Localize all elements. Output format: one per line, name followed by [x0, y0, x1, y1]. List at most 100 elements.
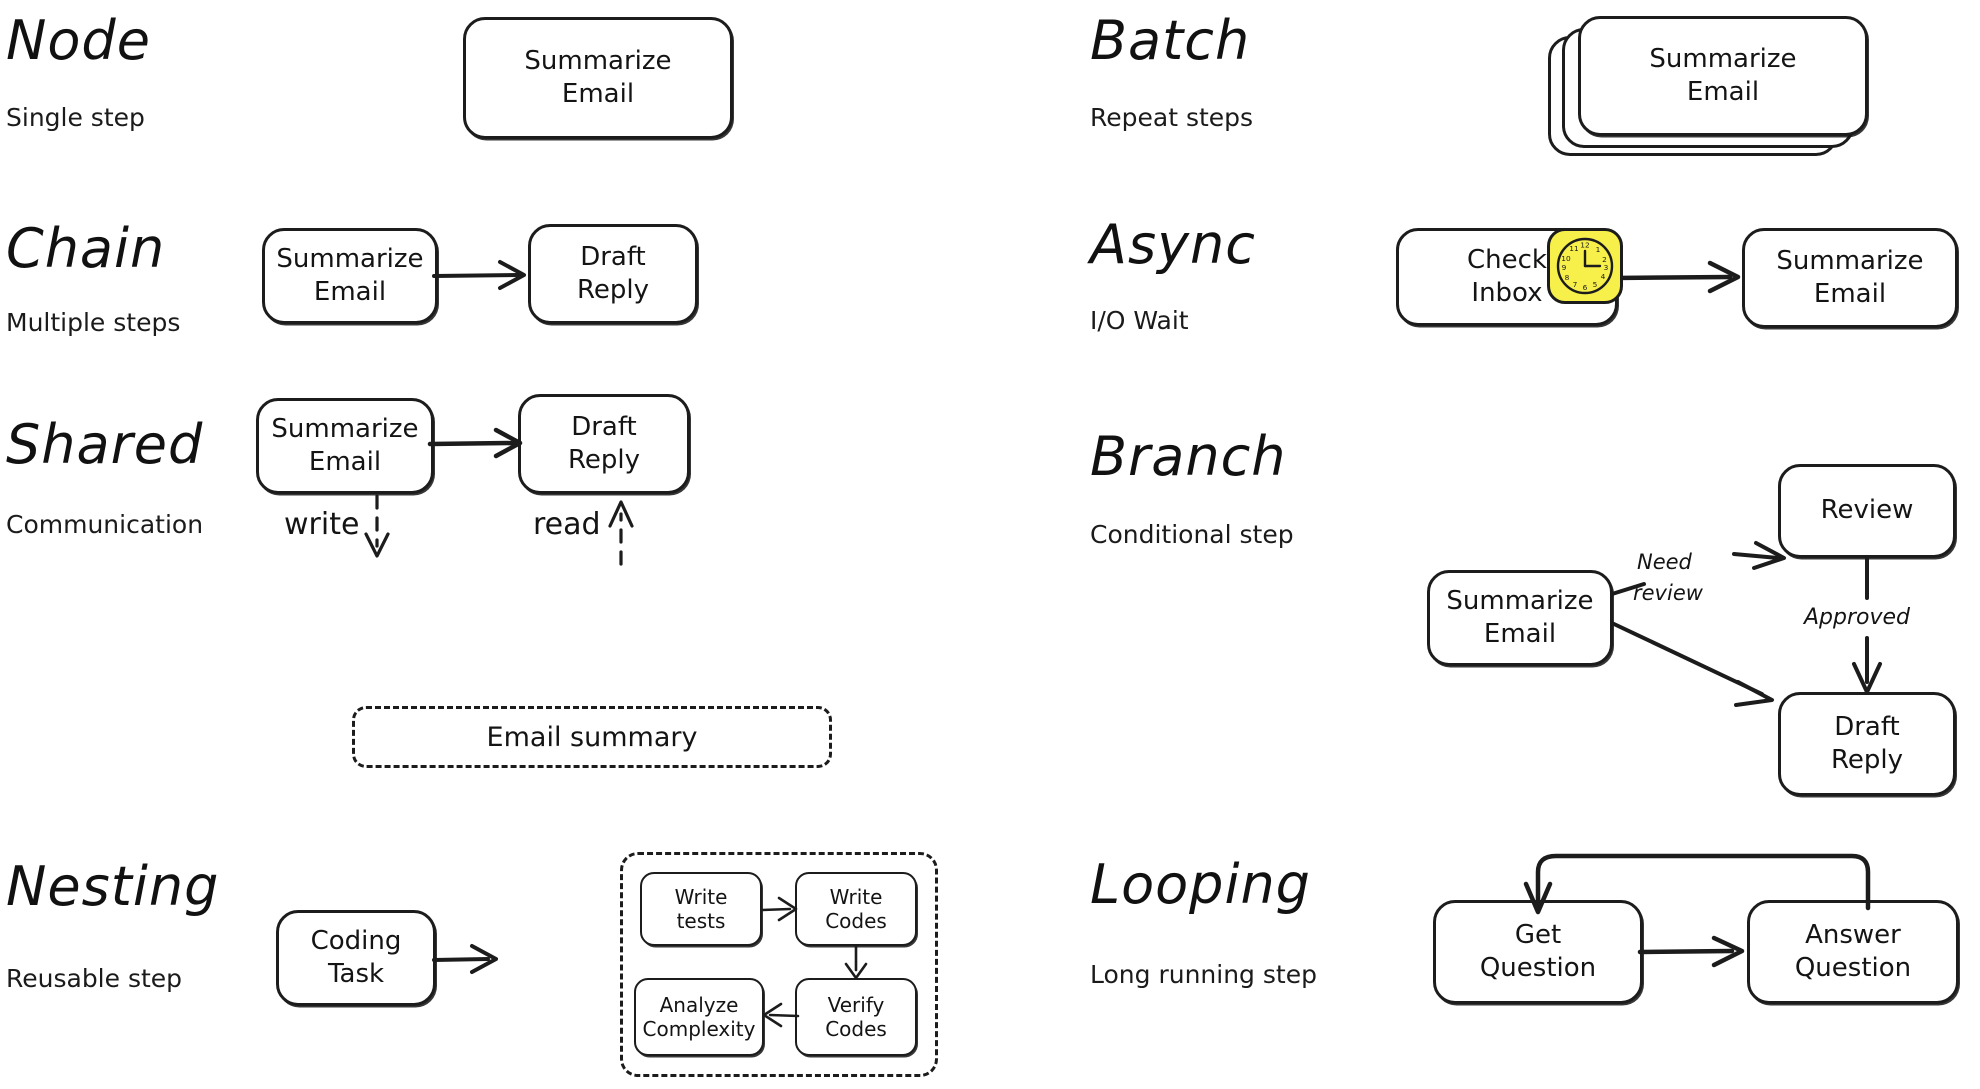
svg-text:9: 9	[1562, 263, 1567, 272]
arrow-subflow-tests-to-codes	[760, 896, 798, 922]
node-async-summarize-email[interactable]: Summarize Email	[1742, 228, 1958, 328]
edge-label-need-review-line1: Need	[1637, 550, 1692, 574]
arrow-chain-1	[432, 260, 526, 290]
node-label-line2: Question	[1479, 953, 1597, 983]
node-label-line1: Summarize	[1446, 585, 1594, 616]
arrow-shared-1	[427, 427, 523, 459]
pattern-subtitle-chain: Multiple steps	[6, 308, 181, 337]
pattern-title-chain: Chain	[6, 217, 166, 280]
store-label: Email summary	[486, 721, 698, 753]
node-shared-summarize-email[interactable]: Summarize Email	[256, 398, 434, 494]
pattern-subtitle-shared: Communication	[6, 510, 204, 539]
arrow-async-1	[1611, 260, 1741, 294]
node-shared-draft-reply[interactable]: Draft Reply	[518, 394, 690, 494]
pattern-subtitle-nesting: Reusable step	[6, 964, 183, 993]
node-label-line2: Codes	[825, 909, 887, 933]
node-label-line2: Codes	[825, 1017, 887, 1041]
pattern-subtitle-async: I/O Wait	[1090, 306, 1189, 335]
node-label-line1: Draft	[571, 411, 637, 442]
pattern-title-async: Async	[1090, 213, 1256, 276]
edge-label-write: write	[284, 507, 360, 542]
node-label-line2: Email	[1813, 279, 1887, 309]
svg-text:4: 4	[1601, 272, 1606, 281]
node-label-line1: Check	[1467, 244, 1547, 275]
node-analyze-complexity[interactable]: Analyze Complexity	[634, 978, 764, 1056]
node-label-line1: Write	[829, 884, 883, 909]
node-verify-codes[interactable]: Verify Codes	[795, 978, 917, 1056]
node-label-line2: Email	[308, 447, 382, 477]
node-label-line2: Complexity	[642, 1017, 756, 1041]
node-write-tests[interactable]: Write tests	[640, 872, 762, 946]
node-branch-summarize-email[interactable]: Summarize Email	[1427, 570, 1613, 666]
node-label-line1: Draft	[1834, 711, 1900, 742]
node-label-line1: Analyze	[659, 992, 739, 1017]
pattern-subtitle-branch: Conditional step	[1090, 520, 1294, 549]
arrow-nesting-into-subflow	[432, 944, 498, 974]
node-label-line1: Coding	[310, 925, 402, 956]
node-chain-draft-reply[interactable]: Draft Reply	[528, 224, 698, 324]
node-label-line1: Summarize	[524, 45, 672, 76]
node-label-line1: Summarize	[276, 243, 424, 274]
svg-text:11: 11	[1569, 244, 1579, 253]
node-label-line2: Email	[561, 79, 635, 109]
arrow-subflow-codes-to-verify	[844, 944, 868, 980]
svg-text:5: 5	[1593, 280, 1598, 289]
node-label-line2: Email	[1483, 619, 1557, 649]
pattern-subtitle-looping: Long running step	[1090, 960, 1317, 989]
node-label-line2: Reply	[576, 275, 649, 305]
node-label-line2: tests	[676, 909, 726, 933]
node-label-line1: Draft	[580, 241, 646, 272]
pattern-title-looping: Looping	[1090, 853, 1311, 916]
svg-text:3: 3	[1604, 263, 1609, 272]
node-label-line2: Reply	[567, 445, 640, 475]
node-nesting-coding-task[interactable]: Coding Task	[276, 910, 436, 1006]
pattern-title-batch: Batch	[1090, 9, 1251, 72]
arrow-branch-need-review	[1610, 541, 1786, 596]
svg-text:7: 7	[1573, 280, 1578, 289]
svg-text:1: 1	[1596, 245, 1601, 254]
node-chain-summarize-email[interactable]: Summarize Email	[262, 228, 438, 324]
node-answer-question[interactable]: Answer Question	[1747, 900, 1959, 1004]
arrow-shared-read	[608, 500, 634, 566]
edge-label-read: read	[533, 507, 601, 542]
pattern-title-node: Node	[6, 9, 151, 72]
node-batch-summarize-email[interactable]: Summarize Email	[1578, 16, 1868, 136]
arrow-subflow-verify-to-analyze	[762, 1002, 800, 1028]
node-branch-review[interactable]: Review	[1778, 464, 1956, 558]
node-label-line2: Reply	[1830, 745, 1903, 775]
node-label-line1: Review	[1820, 495, 1914, 526]
pattern-title-shared: Shared	[6, 413, 204, 476]
node-label-line1: Summarize	[271, 413, 419, 444]
node-label-line2: Inbox	[1471, 278, 1543, 308]
pattern-title-branch: Branch	[1090, 425, 1287, 488]
clock-icon: 12 1 2 3 4 5 6 7 8 9 10 11	[1547, 228, 1623, 304]
pattern-title-nesting: Nesting	[6, 855, 220, 918]
node-summarize-email[interactable]: Summarize Email	[463, 17, 733, 139]
pattern-subtitle-batch: Repeat steps	[1090, 103, 1254, 132]
shared-store-email-summary[interactable]: Email summary	[352, 706, 832, 768]
node-label-line1: Summarize	[1776, 245, 1924, 276]
clock-face-icon: 12 1 2 3 4 5 6 7 8 9 10 11	[1556, 237, 1614, 295]
node-get-question[interactable]: Get Question	[1433, 900, 1643, 1004]
arrow-branch-approved	[1852, 556, 1882, 694]
node-label-line1: Answer	[1805, 919, 1901, 950]
arrow-branch-direct-draft	[1612, 622, 1774, 707]
arrow-shared-write	[364, 494, 390, 558]
node-label-line1: Verify	[827, 992, 885, 1017]
svg-text:6: 6	[1583, 283, 1588, 292]
node-label-line2: Task	[327, 959, 385, 989]
svg-text:10: 10	[1561, 254, 1571, 263]
svg-text:8: 8	[1565, 273, 1570, 282]
node-label-line1: Summarize	[1649, 43, 1797, 74]
arrow-looping-back	[1523, 853, 1871, 915]
edge-label-approved: Approved	[1804, 605, 1911, 630]
node-label-line2: Question	[1794, 953, 1912, 983]
node-label-line1: Write	[674, 884, 728, 909]
node-label-line1: Get	[1514, 919, 1562, 950]
node-branch-draft-reply[interactable]: Draft Reply	[1778, 692, 1956, 796]
node-label-line2: Email	[313, 277, 387, 307]
pattern-subtitle-node: Single step	[6, 103, 145, 132]
svg-text:12: 12	[1580, 241, 1589, 250]
node-write-codes[interactable]: Write Codes	[795, 872, 917, 946]
